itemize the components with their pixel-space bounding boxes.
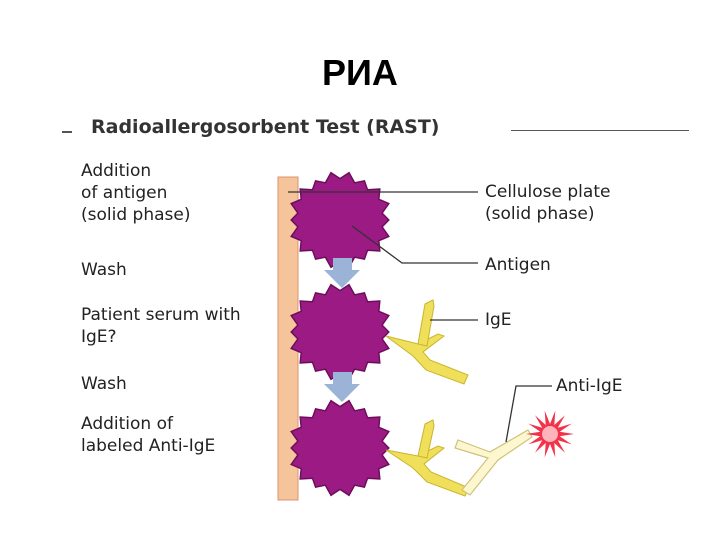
- figure-header-dash: [62, 131, 72, 133]
- ige-antibody-step5: [385, 419, 470, 497]
- figure-header-rule: [511, 130, 689, 131]
- antigen-particle: [290, 399, 390, 497]
- wash-arrow-1: [324, 258, 360, 288]
- antigen-particle: [290, 283, 390, 381]
- step-add-anti-ige-label: Addition of labeled Anti-IgE: [81, 413, 215, 457]
- callout-ige: IgE: [485, 310, 512, 330]
- step-patient-serum-label: Patient serum with IgE?: [81, 304, 241, 348]
- callout-antigen: Antigen: [485, 255, 551, 275]
- leader-antigen: [351, 225, 478, 264]
- anti-ige-antibody: [454, 429, 533, 496]
- step-line: IgE?: [81, 327, 117, 347]
- ige-antibody-step3: [385, 299, 469, 385]
- figure-heading: Radioallergosorbent Test (RAST): [91, 116, 440, 138]
- leader-anti-ige: [505, 385, 552, 443]
- radiolabel-core: [542, 426, 558, 442]
- wash-arrow-2: [324, 372, 360, 402]
- slide-title: РИА: [322, 52, 398, 93]
- leader-lines: [288, 191, 552, 443]
- antigen-group: [290, 171, 390, 497]
- callout-line: (solid phase): [485, 204, 595, 224]
- step-add-antigen-label: Addition of antigen (solid phase): [81, 160, 190, 226]
- antigen-particle: [290, 171, 390, 269]
- callout-anti-ige: Anti-IgE: [556, 376, 623, 396]
- step-line: of antigen: [81, 183, 168, 203]
- step-line: Addition: [81, 161, 152, 181]
- step-line: labeled Anti-IgE: [81, 436, 216, 456]
- step-line: Wash: [81, 374, 127, 394]
- step-wash-2-label: Wash: [81, 373, 127, 395]
- step-line: (solid phase): [81, 205, 191, 225]
- step-line: Wash: [81, 260, 127, 280]
- callout-line: Cellulose plate: [485, 182, 611, 202]
- callout-cellulose-plate: Cellulose plate (solid phase): [485, 181, 610, 225]
- step-wash-1-label: Wash: [81, 259, 127, 281]
- step-line: Addition of: [81, 414, 173, 434]
- step-line: Patient serum with: [81, 305, 241, 325]
